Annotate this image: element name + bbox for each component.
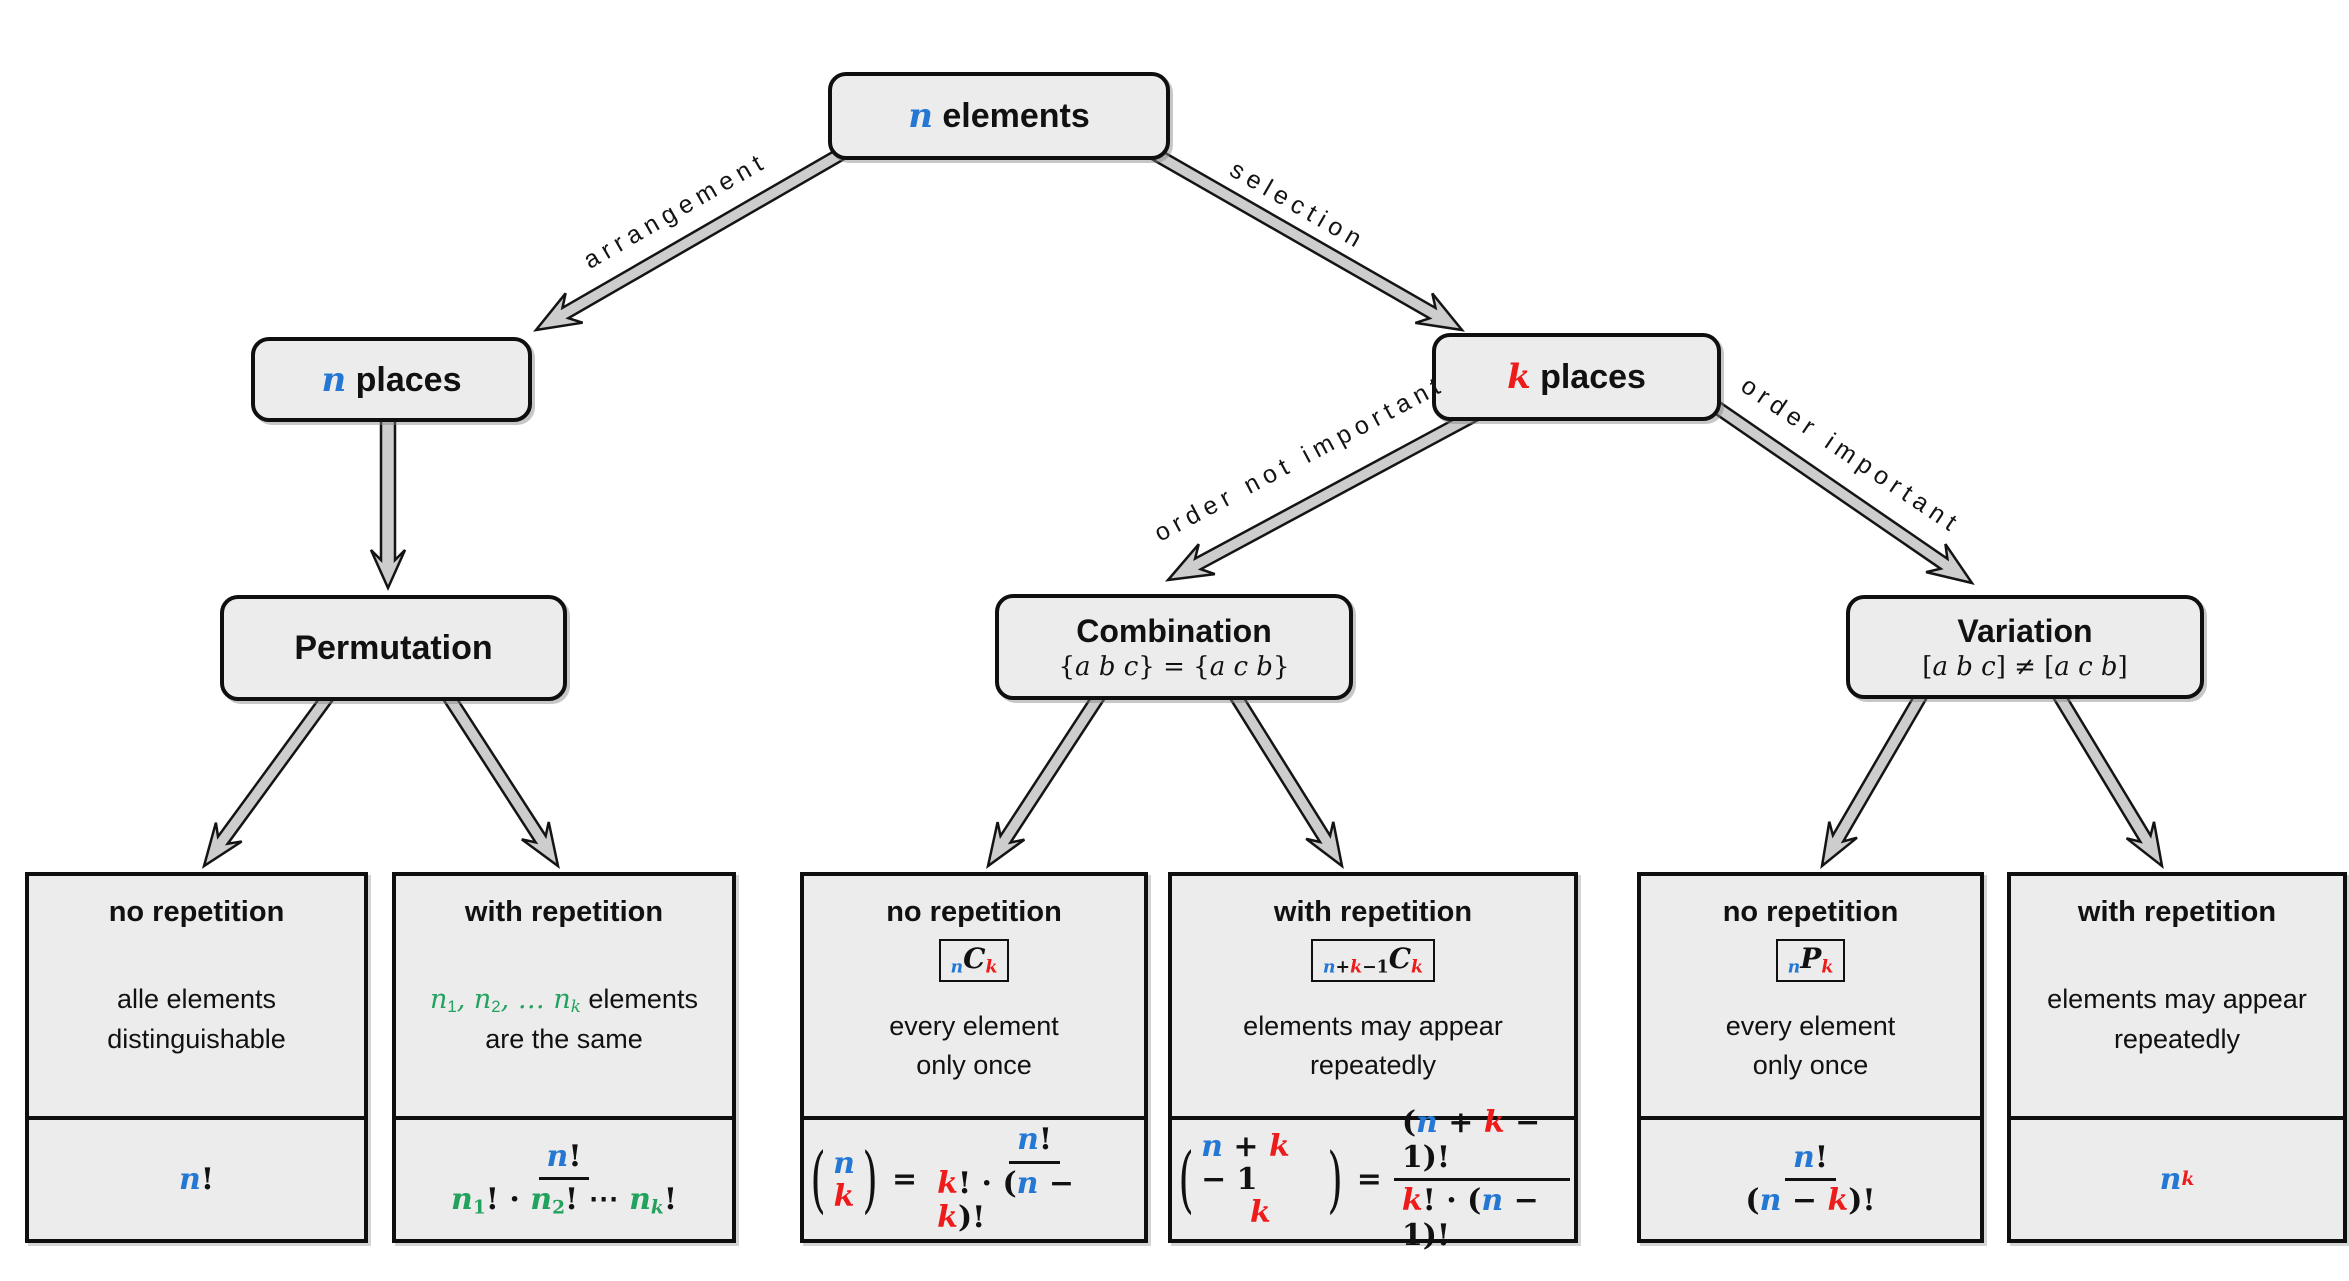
node-k-places: k places bbox=[1432, 333, 1721, 421]
formula-symbol-badge: nPk bbox=[1775, 939, 1846, 983]
edge-arrow-permutation-with-repetition bbox=[438, 685, 560, 869]
edge-arrow-permutation-no-repetition bbox=[201, 685, 339, 869]
edge-arrow-variation-with-repetition bbox=[2048, 684, 2164, 870]
leaf-header: no repetition bbox=[108, 896, 285, 928]
leaf-combination-with-repetition: with repetition n+k−1Ck elements may appea… bbox=[1168, 872, 1578, 1252]
edge-arrow-n-places-to-permutation bbox=[369, 410, 407, 592]
node-variation-label: Variation bbox=[1957, 612, 2093, 649]
leaf-combination-with-repetition-info: with repetition n+k−1Ck elements may appea… bbox=[1172, 876, 1574, 1116]
leaf-header: no repetition bbox=[1722, 896, 1899, 928]
leaf-header: with repetition bbox=[464, 896, 664, 928]
leaf-header: with repetition bbox=[2077, 896, 2277, 928]
leaf-formula: n!(n − k)! bbox=[1641, 1116, 1980, 1239]
edge-arrow-order-not-important bbox=[1164, 403, 1489, 582]
node-k-places-label: k places bbox=[1507, 357, 1646, 397]
edge-arrow-selection bbox=[1143, 143, 1466, 332]
node-n-places-label: n places bbox=[321, 359, 462, 400]
node-combination-example: {a b c} = {a c b} bbox=[1058, 651, 1290, 682]
node-permutation: Permutation bbox=[220, 595, 567, 701]
formula-symbol-badge: n+k−1Ck bbox=[1310, 939, 1436, 983]
node-variation: Variation [a b c] ≠ [a c b] bbox=[1846, 595, 2204, 699]
node-n-elements-label: n elements bbox=[908, 96, 1090, 136]
leaf-header: no repetition bbox=[886, 896, 1062, 928]
edge-arrow-combination-with-repetition bbox=[1225, 685, 1344, 869]
node-variation-example: [a b c] ≠ [a c b] bbox=[1922, 651, 2128, 682]
edge-arrow-arrangement bbox=[532, 143, 853, 332]
leaf-header: with repetition bbox=[1273, 896, 1473, 928]
formula-symbol-badge: nCk bbox=[938, 939, 1010, 983]
node-permutation-label: Permutation bbox=[294, 628, 493, 667]
node-combination-label: Combination bbox=[1076, 612, 1272, 649]
node-n-places: n places bbox=[251, 337, 532, 422]
edge-arrow-order-important bbox=[1700, 393, 1975, 585]
leaf-formula: n!n1! · n2! ⋯ nk! bbox=[396, 1116, 732, 1239]
edge-arrow-variation-no-repetition bbox=[1820, 684, 1932, 870]
leaf-formula: n! bbox=[29, 1116, 364, 1239]
edge-arrow-combination-no-repetition bbox=[986, 684, 1110, 869]
node-combination: Combination {a b c} = {a c b} bbox=[995, 594, 1353, 700]
node-n-elements: n elements bbox=[828, 72, 1170, 160]
